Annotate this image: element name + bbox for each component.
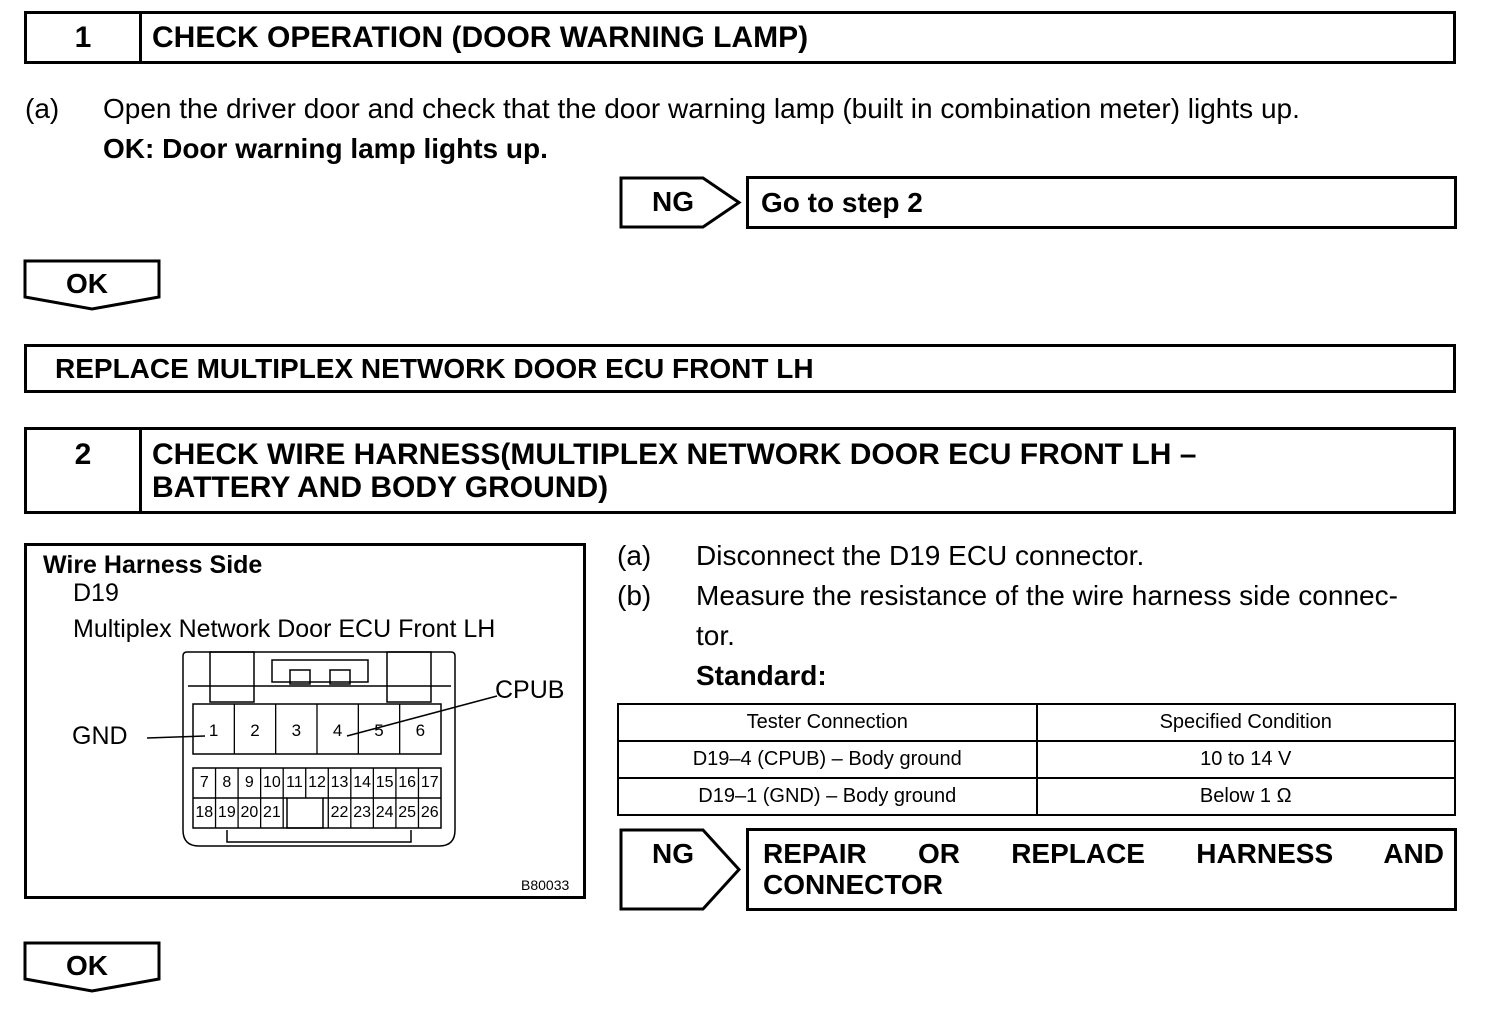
table-cell: D19–4 (CPUB) – Body ground	[617, 740, 1038, 779]
step2-number-text: 2	[74, 438, 92, 471]
figure-connector-code: D19	[73, 579, 119, 607]
step1-header: 1 CHECK OPERATION (DOOR WARNING LAMP)	[24, 11, 1456, 64]
table-header: Specified Condition	[1035, 703, 1456, 742]
figure-gnd-label: GND	[72, 722, 128, 750]
step2-ng-result-line2: CONNECTOR	[763, 869, 943, 900]
figure-connector-name: Multiplex Network Door ECU Front LH	[73, 615, 496, 643]
figure-cpub-label: CPUB	[495, 676, 565, 704]
standard-table: Tester Connection Specified Condition D1…	[617, 703, 1456, 816]
step2-ng-label: NG	[652, 838, 694, 869]
table-header-row: Tester Connection Specified Condition	[617, 703, 1456, 742]
step2-item-b-line2: tor.	[696, 620, 735, 651]
step1-ok-result-text: REPLACE MULTIPLEX NETWORK DOOR ECU FRONT…	[55, 353, 814, 384]
step2-title: CHECK WIRE HARNESS(MULTIPLEX NETWORK DOO…	[142, 430, 1453, 511]
step2-ng-result: REPAIR OR REPLACE HARNESS AND CONNECTOR	[746, 828, 1457, 911]
step2-ng-arrow	[619, 828, 742, 911]
step1-item-a-label: (a)	[25, 93, 60, 124]
figure-id: B80033	[521, 877, 570, 893]
table-cell: 10 to 14 V	[1035, 740, 1456, 779]
step1-ok-arrow	[23, 259, 161, 311]
step2-title-line1: CHECK WIRE HARNESS(MULTIPLEX NETWORK DOO…	[152, 437, 1197, 471]
step2-number: 2	[27, 430, 142, 511]
step2-item-b-line1: Measure the resistance of the wire harne…	[696, 580, 1398, 611]
step1-number: 1	[27, 14, 142, 61]
table-header: Tester Connection	[617, 703, 1038, 742]
step1-ng-arrow	[619, 176, 742, 229]
step2-ok-arrow	[23, 941, 161, 993]
step1-ok-condition: OK: Door warning lamp lights up.	[103, 133, 548, 164]
step2-title-line2: BATTERY AND BODY GROUND)	[152, 470, 609, 504]
step2-item-a-text: Disconnect the D19 ECU connector.	[696, 540, 1145, 571]
connector-figure: Wire Harness Side D19 Multiplex Network …	[24, 543, 586, 899]
figure-heading: Wire Harness Side	[43, 551, 263, 579]
step1-ok-result: REPLACE MULTIPLEX NETWORK DOOR ECU FRONT…	[24, 344, 1456, 393]
step1-ng-result: Go to step 2	[746, 176, 1457, 229]
table-cell: D19–1 (GND) – Body ground	[617, 777, 1038, 816]
table-row: D19–4 (CPUB) – Body ground 10 to 14 V	[617, 740, 1456, 779]
step1-ok-label: OK	[66, 268, 108, 299]
standard-label: Standard:	[696, 660, 827, 691]
connector-drawing	[146, 651, 498, 847]
step1-ng-label: NG	[652, 186, 694, 217]
table-cell: Below 1 Ω	[1035, 777, 1456, 816]
step1-title: CHECK OPERATION (DOOR WARNING LAMP)	[152, 21, 809, 54]
step2-ng-result-line1: REPAIR OR REPLACE HARNESS AND	[763, 838, 1444, 869]
step2-item-a-label: (a)	[617, 540, 652, 571]
table-row: D19–1 (GND) – Body ground Below 1 Ω	[617, 777, 1456, 816]
step1-item-a-text: Open the driver door and check that the …	[103, 93, 1300, 124]
step2-item-b-label: (b)	[617, 580, 652, 611]
step2-header: 2 CHECK WIRE HARNESS(MULTIPLEX NETWORK D…	[24, 427, 1456, 514]
step2-ok-label: OK	[66, 950, 108, 981]
